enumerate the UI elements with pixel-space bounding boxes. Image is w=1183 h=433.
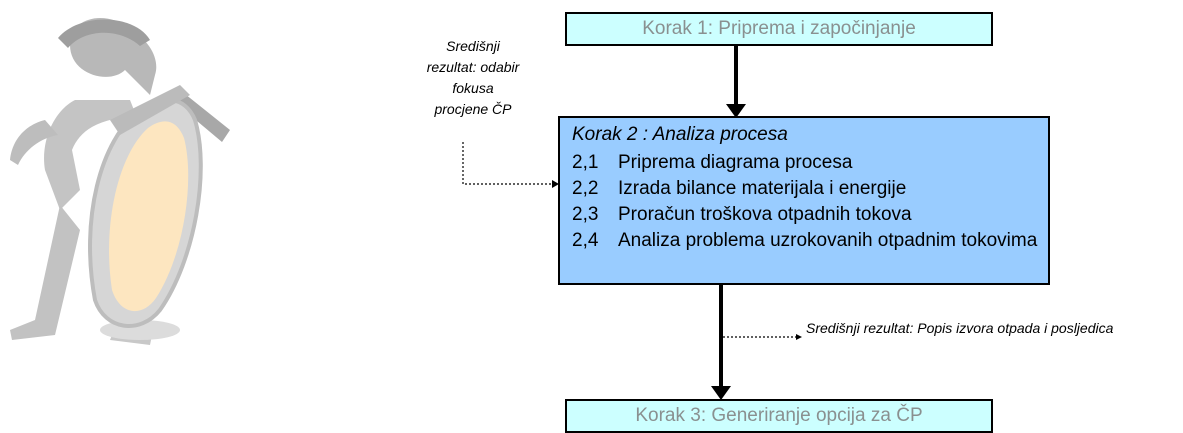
left-note-line2: rezultat: odabir	[426, 59, 520, 75]
step1-label: Korak 1: Priprema i započinjanje	[642, 18, 916, 39]
left-note-line4: procjene ČP	[434, 101, 512, 117]
step2-title: Korak 2 : Analiza procesa	[572, 124, 788, 145]
step2-item-text: Analiza problema uzrokovanih otpadnim to…	[618, 230, 1038, 251]
step2-item-text: Izrada bilance materijala i energije	[618, 178, 907, 199]
step2-item: 2,1 Priprema diagrama procesa	[572, 150, 1040, 176]
step2-item: 2,2 Izrada bilance materijala i energije	[572, 176, 1040, 202]
step2-item: 2,3 Proračun troškova otpadnih tokova	[572, 202, 1040, 228]
step2-item-number: 2,4	[572, 230, 599, 251]
left-note-line1: Središnji	[446, 38, 500, 54]
step1-box: Korak 1: Priprema i započinjanje	[565, 12, 993, 46]
magnifying-glass-figure-icon	[10, 18, 230, 345]
step2-item-number: 2,3	[572, 204, 599, 225]
arrow-step2-to-step3-head	[711, 386, 731, 400]
step3-box: Korak 3: Generiranje opcija za ČP	[565, 399, 993, 433]
step2-item-number: 2,1	[572, 152, 599, 173]
step2-box: Korak 2 : Analiza procesa 2,1 Priprema d…	[558, 116, 1050, 285]
right-result-note: Središnji rezultat: Popis izvora otpada …	[806, 320, 1114, 336]
diagram-connectors	[462, 46, 802, 400]
arrow-step1-to-step2-head	[726, 104, 746, 118]
step2-item-text: Proračun troškova otpadnih tokova	[618, 204, 912, 225]
dotted-connector-left	[462, 142, 552, 185]
step2-item: 2,4 Analiza problema uzrokovanih otpadni…	[572, 228, 1040, 254]
step3-label: Korak 3: Generiranje opcija za ČP	[635, 405, 923, 426]
left-note-line3: fokusa	[452, 80, 494, 96]
step2-item-number: 2,2	[572, 178, 599, 199]
step2-item-text: Priprema diagrama procesa	[618, 152, 853, 173]
left-result-note: Središnji rezultat: odabir fokusa procje…	[398, 36, 548, 120]
